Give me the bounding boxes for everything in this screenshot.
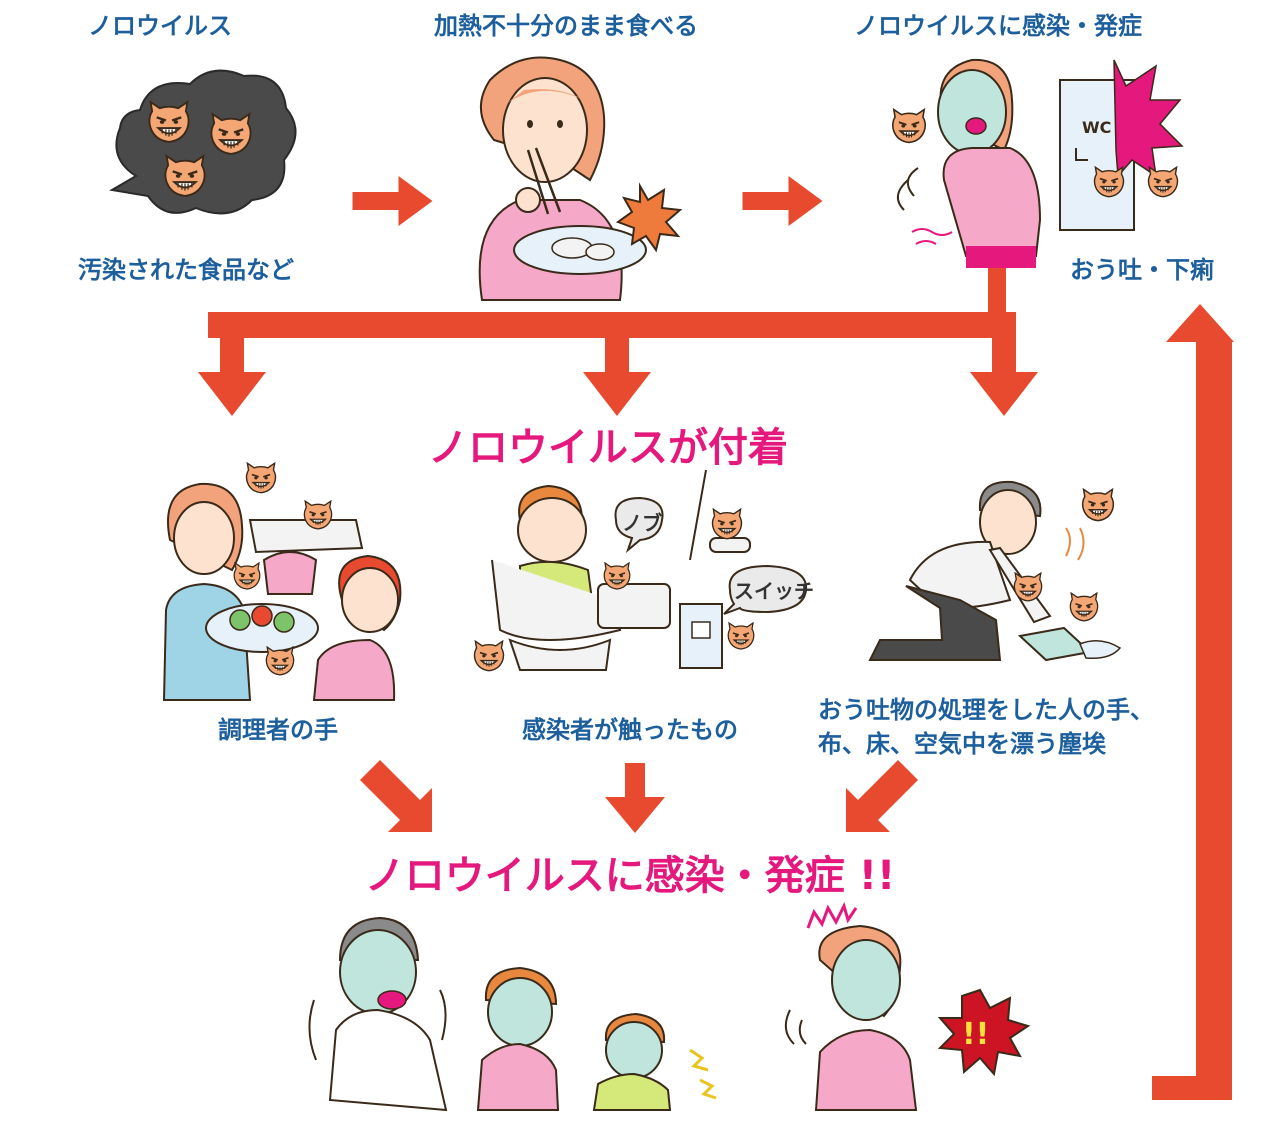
col3-caption-line-2: 布、床、空気中を漂う塵埃 <box>818 730 1106 758</box>
child-toilet-illustration: ノブ スイッチ <box>473 469 814 672</box>
branch-connector <box>198 268 1038 416</box>
bubble-knob-text: ノブ <box>622 511 662 535</box>
col2-caption: 感染者が触ったもの <box>522 716 738 744</box>
step3-title: ノロウイルスに感染・発症 <box>854 12 1142 40</box>
cook-hands-illustration <box>162 462 402 701</box>
middle-headline: ノロウイルスが付着 <box>428 425 788 471</box>
step1-title: ノロウイルス <box>88 12 232 40</box>
col3-caption: おう吐物の処理をした人の手、 布、床、空気中を漂う塵埃 <box>818 693 1154 761</box>
woman-eating-illustration <box>478 56 683 301</box>
bubble-switch-text: スイッチ <box>734 579 814 603</box>
step3-caption: おう吐・下痢 <box>1070 256 1214 284</box>
step2-title: 加熱不十分のまま食べる <box>434 12 698 40</box>
col3-caption-line-1: おう吐物の処理をした人の手、 <box>818 696 1154 724</box>
arrow-icon-step1 <box>352 176 433 226</box>
burst-exclaim: !! <box>962 1017 989 1052</box>
sick-family-illustration: !! <box>308 901 1031 1112</box>
speech-cloud-icon <box>109 69 297 215</box>
arrow-icon-step2 <box>742 176 823 226</box>
col1-caption: 調理者の手 <box>218 716 338 744</box>
return-loop-arrow <box>1152 304 1234 1100</box>
burst-icon: !! <box>937 988 1031 1077</box>
converge-arrows <box>360 760 918 833</box>
wc-sign: WC <box>1082 118 1112 137</box>
sick-woman-wc-illustration <box>891 58 1184 268</box>
step1-caption: 汚染された食品など <box>78 256 294 284</box>
bottom-headline: ノロウイルスに感染・発症 !! <box>364 853 896 899</box>
man-cleaning-illustration <box>868 480 1122 662</box>
